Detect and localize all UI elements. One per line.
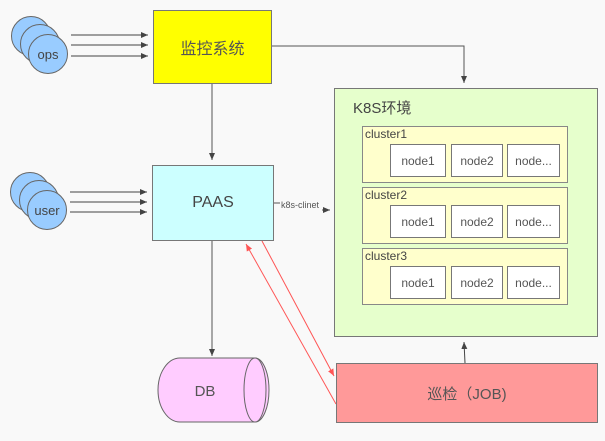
node-box: node2 [451, 144, 503, 177]
paas-box: PAAS [152, 165, 274, 241]
node-box: node1 [390, 266, 446, 299]
cluster-box: cluster1 node1 node2 node... [362, 126, 568, 183]
k8s-client-label: k8s-clinet [281, 200, 320, 210]
paas-to-job-edge [261, 240, 335, 377]
node-box: node... [507, 266, 560, 299]
k8s-environment-box: K8S环境 cluster1 node1 node2 node... clust… [334, 88, 598, 337]
monitor-system-box: 监控系统 [153, 10, 272, 84]
node-box: node2 [451, 205, 503, 238]
cluster-label: cluster2 [365, 188, 408, 202]
ops-actor: ops [28, 34, 68, 74]
cluster-label: cluster1 [365, 127, 408, 141]
db-label: DB [194, 383, 216, 400]
node-box: node... [507, 205, 560, 238]
monitor-to-k8s-edge [272, 45, 467, 83]
job-to-k8s-edge [461, 341, 468, 364]
cluster-label: cluster3 [365, 249, 408, 263]
user-actor: user [27, 190, 67, 230]
node-box: node... [507, 144, 560, 177]
node-box: node1 [390, 205, 446, 238]
k8s-title: K8S环境 [353, 100, 412, 117]
inspection-job-box: 巡检（JOB) [336, 363, 598, 423]
node-box: node2 [451, 266, 503, 299]
job-to-paas-edge [245, 243, 337, 405]
cluster-box: cluster3 node1 node2 node... [362, 248, 568, 305]
cluster-box: cluster2 node1 node2 node... [362, 187, 568, 244]
node-box: node1 [390, 144, 446, 177]
